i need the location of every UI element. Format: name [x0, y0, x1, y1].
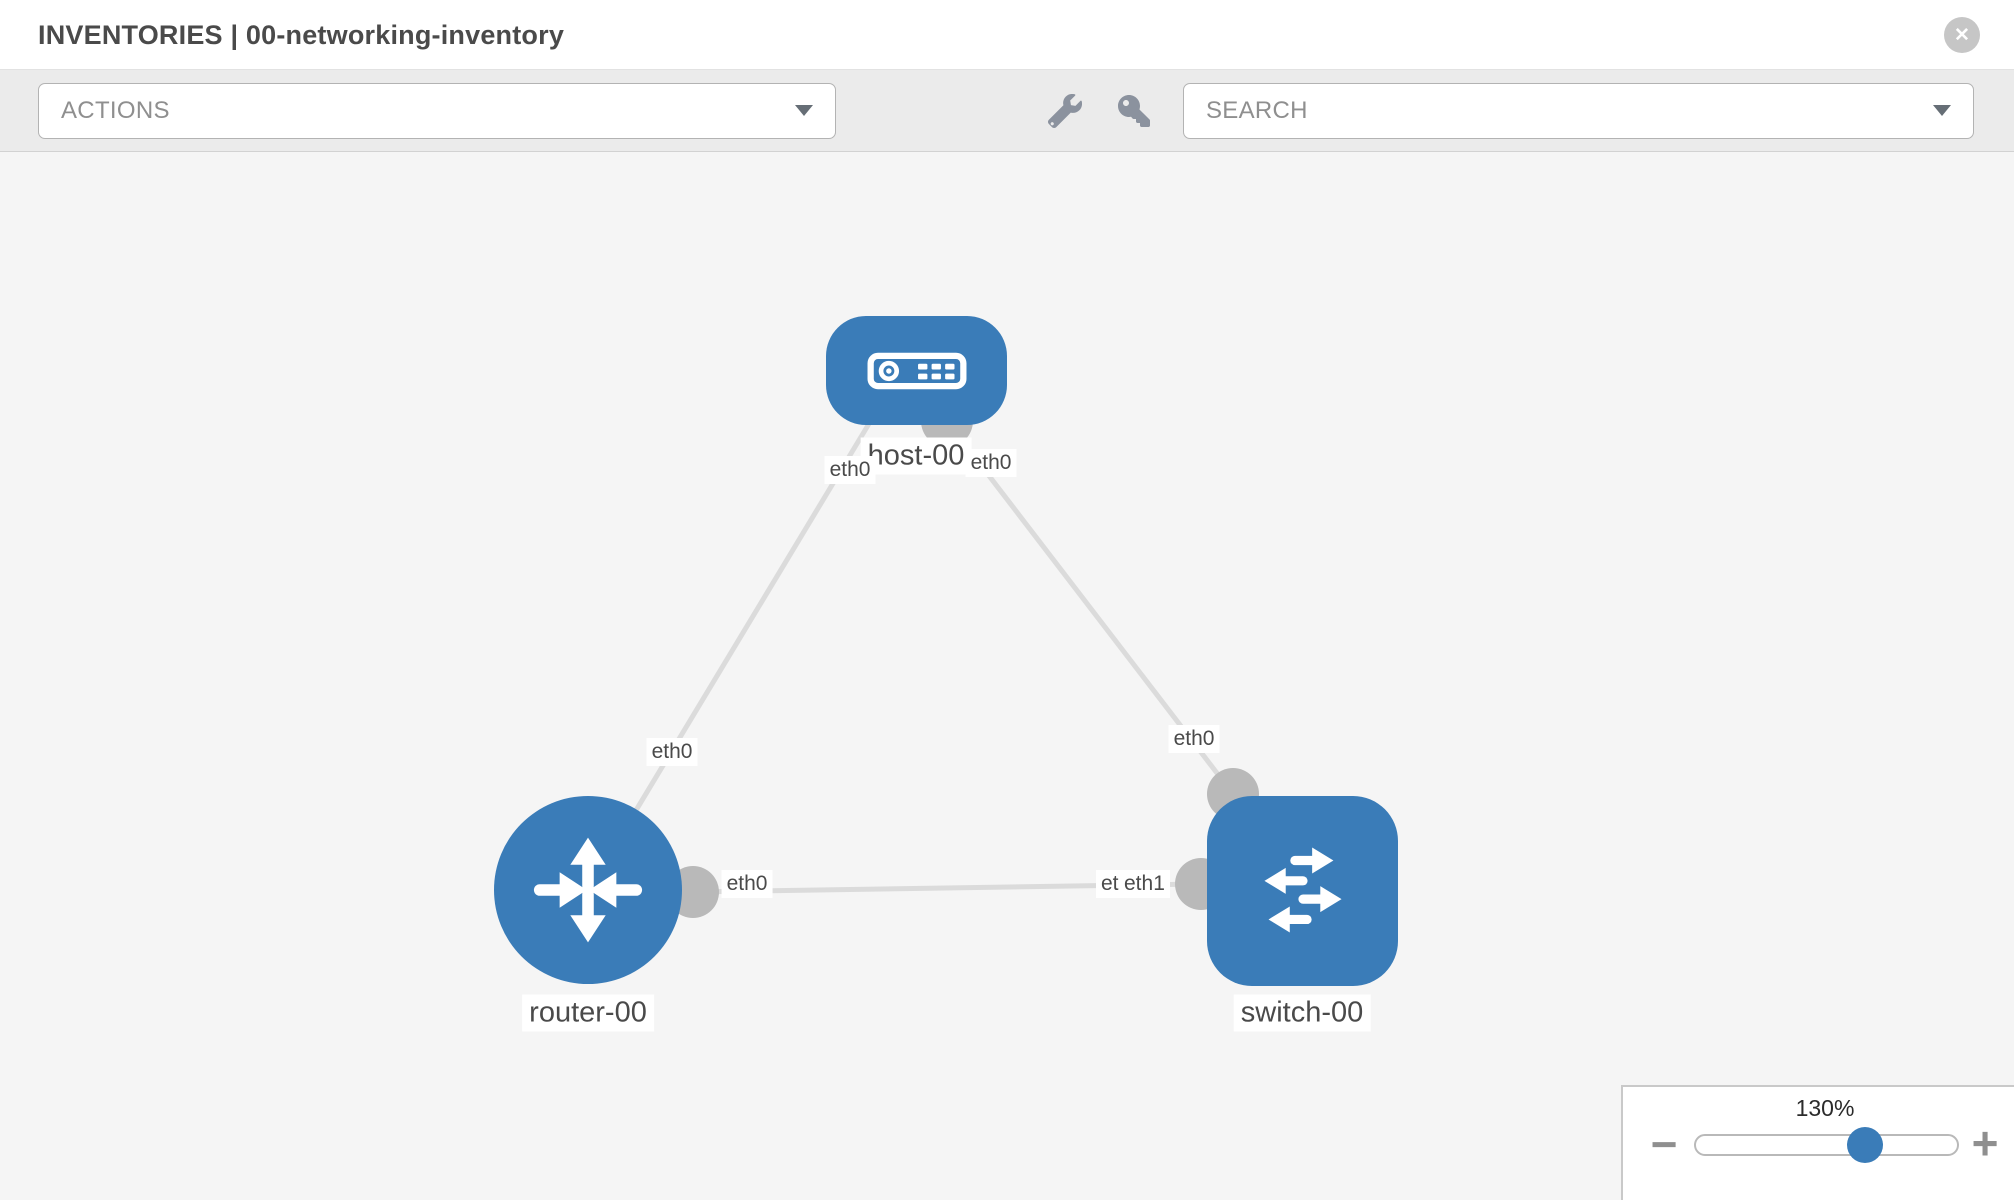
configure-button[interactable]	[1048, 93, 1082, 128]
close-button[interactable]: ✕	[1944, 17, 1980, 53]
zoom-panel: 130% − +	[1621, 1085, 2014, 1200]
interface-label-switch-left-front: eth1	[1119, 870, 1170, 898]
host-icon	[867, 352, 966, 389]
zoom-slider-track[interactable]	[1694, 1134, 1959, 1156]
search-dropdown[interactable]: SEARCH	[1183, 82, 1974, 139]
interface-label-host-right: eth0	[965, 449, 1017, 477]
node-label-switch: switch-00	[1233, 994, 1371, 1032]
router-icon	[533, 837, 643, 943]
page-title: INVENTORIES | 00-networking-inventory	[38, 20, 565, 50]
zoom-slider-knob[interactable]	[1847, 1127, 1883, 1163]
close-icon: ✕	[1954, 24, 1970, 46]
search-dropdown-label: SEARCH	[1206, 96, 1308, 124]
app-header: INVENTORIES | 00-networking-inventory ✕	[0, 0, 2014, 70]
node-switch[interactable]	[1207, 796, 1398, 986]
plus-icon: +	[1971, 1117, 1999, 1169]
node-router[interactable]	[494, 796, 682, 984]
node-label-host: host-00	[860, 437, 972, 475]
interface-label-host-left: eth0	[824, 456, 876, 484]
key-icon	[1118, 94, 1150, 127]
topology-canvas[interactable]: host-00 router-00 switch-00 eth0 eth0 et…	[0, 152, 2014, 1200]
links-layer	[585, 395, 1259, 918]
chevron-down-icon	[1933, 105, 1951, 116]
node-label-router: router-00	[522, 994, 654, 1032]
zoom-out-button[interactable]: −	[1651, 1121, 1678, 1167]
interface-label-router-right: eth0	[721, 870, 773, 898]
zoom-in-button[interactable]: +	[1972, 1120, 1999, 1166]
wrench-icon	[1048, 93, 1082, 128]
actions-dropdown-label: ACTIONS	[61, 96, 170, 124]
chevron-down-icon	[795, 105, 813, 116]
node-host[interactable]	[826, 316, 1007, 425]
actions-dropdown[interactable]: ACTIONS	[38, 82, 836, 139]
zoom-level: 130%	[1795, 1095, 1855, 1121]
interface-label-switch-top: eth0	[1168, 725, 1220, 753]
switch-icon	[1263, 847, 1342, 933]
toolbar: ACTIONS SEARCH	[0, 70, 2014, 152]
credentials-button[interactable]	[1118, 94, 1150, 127]
minus-icon: −	[1650, 1118, 1678, 1170]
interface-label-router-top: eth0	[646, 738, 698, 766]
